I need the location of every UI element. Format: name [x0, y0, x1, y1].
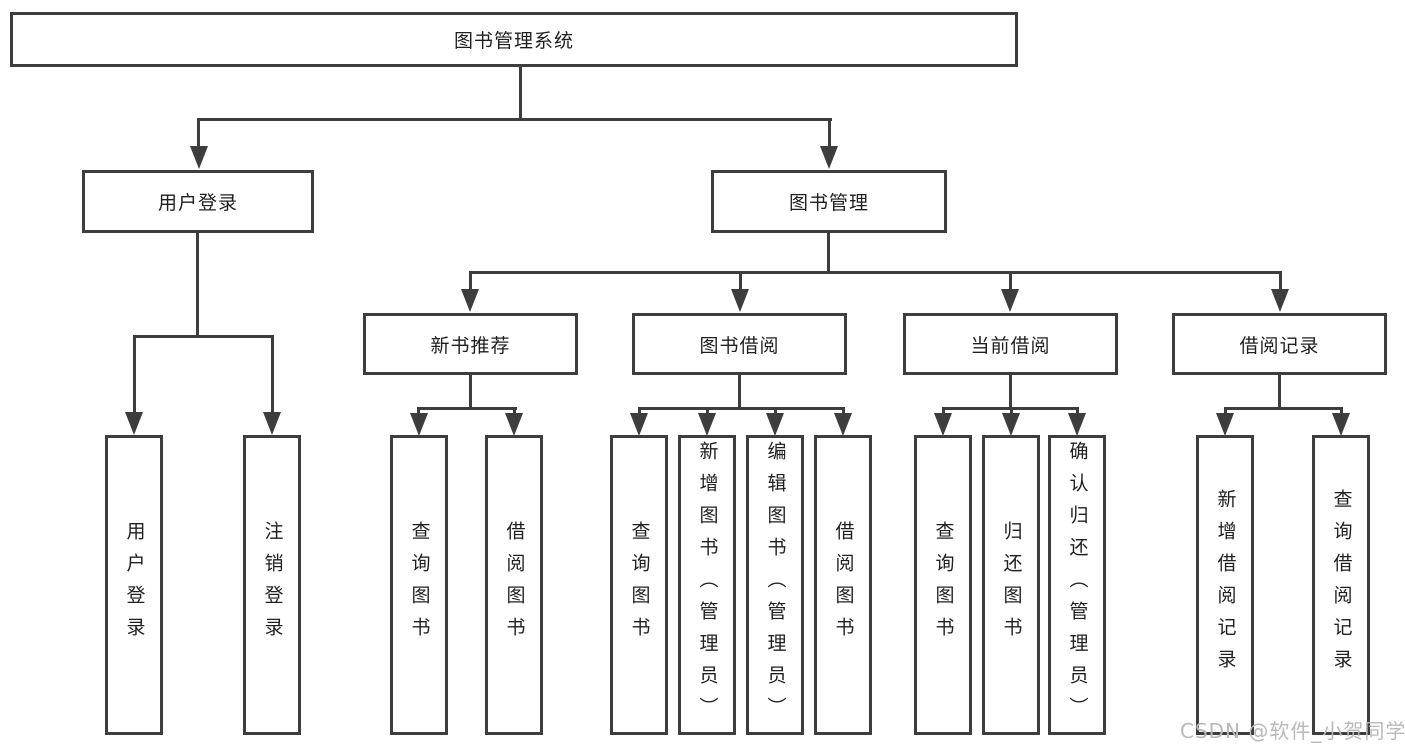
connector-line	[827, 232, 830, 273]
node-book-borrowing-label: 图书借阅	[699, 334, 780, 357]
connector-line	[133, 335, 274, 338]
connector-line	[638, 409, 641, 415]
arrow-down-icon	[190, 146, 208, 169]
leaf-user-login-label: 用户登录	[123, 521, 146, 649]
leaf-query-books: 查询图书	[914, 435, 972, 735]
connector-line	[1340, 409, 1343, 415]
arrow-down-icon	[1068, 413, 1086, 436]
connector-line	[638, 407, 845, 410]
leaf-borrow-books-label: 借阅图书	[832, 521, 855, 649]
leaf-add-borrow-record-label: 新增借阅记录	[1214, 489, 1237, 681]
leaf-borrow-books: 借阅图书	[814, 435, 872, 735]
node-borrowing-records: 借阅记录	[1172, 313, 1387, 375]
leaf-add-books-admin-label: 新增图书（管理员）	[696, 441, 719, 729]
arrow-down-icon	[698, 413, 716, 436]
node-borrowing-records-label: 借阅记录	[1239, 334, 1320, 357]
leaf-add-books-admin: 新增图书（管理员）	[678, 435, 736, 735]
arrow-down-icon	[505, 413, 523, 436]
leaf-borrow-books: 借阅图书	[485, 435, 543, 735]
connector-line	[1009, 273, 1012, 291]
node-book-management: 图书管理	[711, 170, 947, 233]
connector-line	[513, 409, 516, 415]
arrow-down-icon	[934, 413, 952, 436]
connector-line	[1224, 407, 1343, 410]
leaf-borrow-books-label: 借阅图书	[503, 521, 526, 649]
node-user-login: 用户登录	[82, 170, 314, 233]
arrow-down-icon	[410, 413, 428, 436]
connector-line	[417, 407, 517, 410]
node-new-book-recommendation: 新书推荐	[363, 313, 578, 375]
leaf-user-login: 用户登录	[105, 435, 163, 735]
connector-line	[133, 337, 136, 413]
node-new-book-recommendation-label: 新书推荐	[430, 334, 511, 357]
arrow-down-icon	[1001, 289, 1019, 312]
node-library-management-system: 图书管理系统	[10, 12, 1018, 67]
leaf-query-books-label: 查询图书	[408, 521, 431, 649]
arrow-down-icon	[766, 413, 784, 436]
arrow-down-icon	[731, 289, 749, 312]
arrow-down-icon	[834, 413, 852, 436]
node-book-management-label: 图书管理	[788, 192, 869, 214]
connector-line	[706, 409, 709, 415]
connector-line	[774, 409, 777, 415]
connector-line	[469, 271, 1282, 274]
connector-line	[1224, 409, 1227, 415]
leaf-query-books: 查询图书	[610, 435, 668, 735]
connector-line	[469, 273, 472, 291]
connector-line	[1010, 409, 1013, 415]
arrow-down-icon	[820, 146, 838, 169]
leaf-logout-login: 注销登录	[243, 435, 301, 735]
connector-line	[1009, 374, 1012, 407]
connector-line	[417, 409, 420, 415]
connector-line	[1279, 273, 1282, 291]
leaf-logout-login-label: 注销登录	[261, 521, 284, 649]
connector-line	[197, 118, 832, 121]
arrow-down-icon	[1216, 413, 1234, 436]
connector-line	[519, 67, 522, 120]
node-current-borrowing: 当前借阅	[903, 313, 1118, 375]
connector-line	[469, 374, 472, 407]
connector-line	[842, 409, 845, 415]
connector-line	[1278, 374, 1281, 407]
connector-line	[942, 409, 945, 415]
connector-line	[1076, 409, 1079, 415]
leaf-confirm-return-admin: 确认归还（管理员）	[1048, 435, 1106, 735]
connector-line	[739, 273, 742, 291]
leaf-add-borrow-record: 新增借阅记录	[1196, 435, 1254, 735]
arrow-down-icon	[125, 412, 143, 435]
leaf-query-borrow-record-label: 查询借阅记录	[1330, 489, 1353, 681]
arrow-down-icon	[630, 413, 648, 436]
connector-line	[271, 337, 274, 413]
arrow-down-icon	[1271, 289, 1289, 312]
leaf-return-books-label: 归还图书	[1000, 521, 1023, 649]
arrow-down-icon	[1002, 413, 1020, 436]
leaf-edit-books-admin: 编辑图书（管理员）	[746, 435, 804, 735]
connector-line	[196, 232, 199, 335]
leaf-query-books-label: 查询图书	[932, 521, 955, 649]
connector-line	[942, 407, 1079, 410]
leaf-query-books: 查询图书	[390, 435, 448, 735]
arrow-down-icon	[263, 412, 281, 435]
arrow-down-icon	[1332, 413, 1350, 436]
leaf-confirm-return-admin-label: 确认归还（管理员）	[1066, 441, 1089, 729]
leaf-query-books-label: 查询图书	[628, 521, 651, 649]
connector-line	[738, 374, 741, 407]
leaf-edit-books-admin-label: 编辑图书（管理员）	[764, 441, 787, 729]
arrow-down-icon	[461, 289, 479, 312]
node-current-borrowing-label: 当前借阅	[970, 334, 1051, 357]
leaf-return-books: 归还图书	[982, 435, 1040, 735]
connector-line	[828, 120, 831, 148]
connector-line	[197, 120, 200, 148]
node-user-login-label: 用户登录	[157, 192, 238, 214]
watermark-text: CSDN @软件_小贺同学	[1180, 719, 1405, 743]
leaf-query-borrow-record: 查询借阅记录	[1312, 435, 1370, 735]
node-book-borrowing: 图书借阅	[632, 313, 847, 375]
node-library-management-system-label: 图书管理系统	[453, 30, 574, 52]
